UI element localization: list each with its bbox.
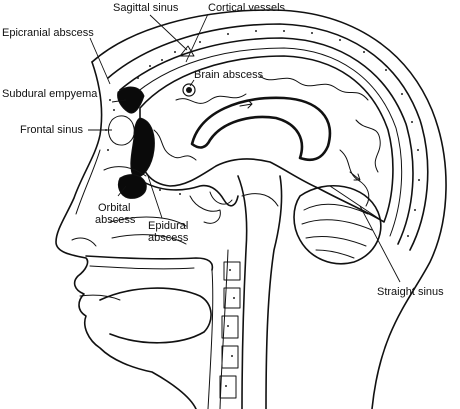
leader-orbital-abscess (117, 185, 127, 197)
leader-epidural-abscess (147, 175, 163, 219)
vertebra-5 (219, 375, 237, 399)
straight-sinus (329, 185, 385, 223)
flow-arrow-2 (349, 171, 361, 181)
skull-inner-table (119, 37, 414, 245)
label-epidural-abscess-2: abscess (148, 232, 189, 244)
cerebrum-outline (139, 55, 394, 223)
nasal-conchae (109, 216, 187, 245)
frontal-region (75, 86, 181, 215)
diploe-texture (137, 30, 420, 237)
vertebral-canal-front (219, 249, 229, 409)
vertebra-3 (221, 315, 239, 339)
leader-lines (88, 13, 401, 283)
orbital-abscess-pus (117, 174, 147, 199)
label-frontal-sinus: Frontal sinus (20, 124, 83, 136)
labels: Sagittal sinus Cortical vessels Epicrani… (2, 2, 444, 298)
cerebellum-folia (301, 203, 373, 259)
face-outline (55, 61, 197, 409)
lip-line (79, 294, 121, 301)
sella-turcica (209, 191, 233, 205)
frontal-sinus (108, 115, 135, 146)
leader-straight-sinus (359, 205, 401, 283)
cerebellum-outline (293, 184, 382, 265)
pons (241, 193, 279, 207)
subdural-empyema-pus (117, 86, 145, 114)
vertebra-1 (223, 261, 241, 281)
anterior-cranial-fossa (139, 179, 239, 207)
dura-line (129, 47, 403, 237)
brainstem-front (237, 175, 248, 409)
orbit-roof (103, 166, 147, 177)
skull-base (139, 179, 239, 224)
label-orbital-abscess-2: abscess (95, 214, 136, 226)
gyri-2 (259, 75, 369, 101)
gyri-1 (175, 93, 247, 104)
nasal-bone (75, 149, 101, 215)
cerebellum (293, 184, 385, 265)
leader-brain-abscess (189, 79, 195, 87)
pharynx-wall (207, 269, 214, 409)
flow-arrow-1 (239, 99, 253, 109)
leader-epicranial-abscess (89, 37, 111, 85)
sphenoid-sinus (189, 195, 221, 224)
leader-subdural-empyema (111, 99, 127, 103)
vertebra-2 (223, 287, 241, 309)
label-brain-abscess: Brain abscess (194, 69, 264, 81)
vertebral-column (219, 249, 241, 409)
label-epidural-abscess-1: Epidural (148, 220, 188, 232)
gyri-4 (153, 129, 197, 161)
epidural-abscess-pus (130, 117, 155, 179)
hard-palate (85, 255, 214, 271)
frontal-bone-texture (105, 99, 181, 195)
brainstem-back (265, 175, 283, 409)
corpus-callosum (190, 96, 332, 162)
brainstem (237, 175, 283, 409)
label-epicranial-abscess: Epicranial abscess (2, 27, 94, 39)
label-straight-sinus: Straight sinus (377, 286, 444, 298)
nostril (71, 237, 97, 247)
head-profile (55, 9, 447, 409)
label-orbital-abscess-1: Orbital (98, 202, 130, 214)
brain-abscess (182, 83, 196, 97)
tongue (99, 287, 212, 344)
leader-sagittal-sinus (149, 14, 188, 51)
vertebra-4 (221, 345, 239, 369)
gyri-3 (355, 119, 381, 173)
label-cortical-vessels: Cortical vessels (208, 2, 286, 14)
vertebra-texture (225, 269, 235, 387)
brain (139, 55, 394, 223)
leader-cortical-vessels (185, 13, 209, 63)
skull-outer-table (107, 23, 429, 251)
skull (107, 23, 429, 251)
scalp-outline (91, 9, 447, 409)
label-subdural-empyema: Subdural empyema (2, 88, 98, 100)
gyri-5 (339, 149, 370, 207)
oronasal (85, 216, 214, 409)
palate-lower (89, 265, 195, 270)
label-sagittal-sinus: Sagittal sinus (113, 2, 179, 14)
